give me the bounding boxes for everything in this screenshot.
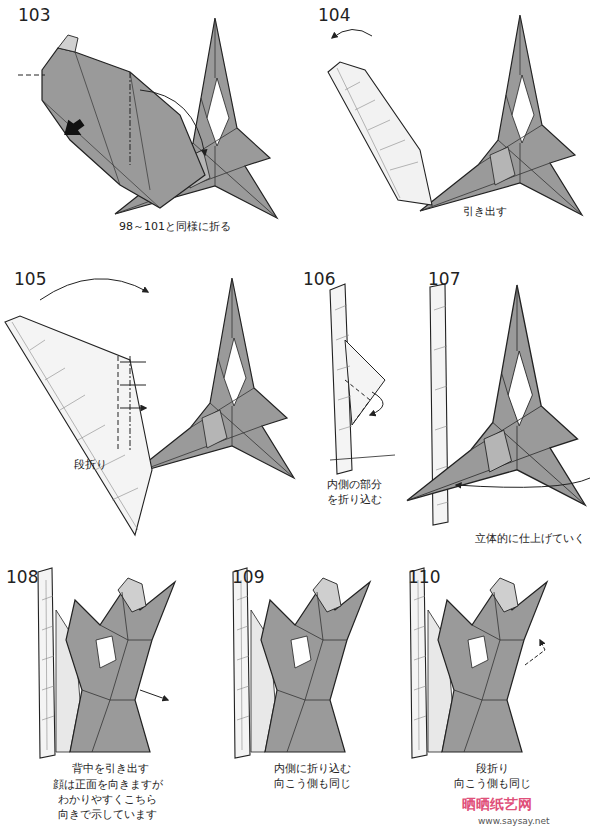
step-number: 104: [318, 4, 350, 27]
step-number: 105: [14, 268, 46, 291]
watermark: 晒晒纸艺网: [462, 795, 532, 814]
instruction-note: 内側の部分 を折り込む: [318, 478, 390, 508]
step-number: 110: [408, 566, 440, 589]
step-number: 106: [303, 268, 335, 291]
instruction-note: 引き出す: [445, 205, 525, 220]
step-number: 103: [18, 4, 50, 27]
instruction-note: 段折り: [60, 458, 120, 473]
instruction-note: 顔は正面を向きますが わかりやすくこちら 向きで示しています: [40, 778, 175, 823]
step-number: 108: [6, 566, 38, 589]
step-number: 109: [232, 566, 264, 589]
instruction-note: 立体的に仕上げていく: [455, 532, 605, 547]
step-number: 107: [428, 268, 460, 291]
instruction-note: 背中を引き出す: [45, 762, 175, 777]
instruction-note: 段折り 向こう側も同じ: [445, 762, 540, 792]
instruction-note: 98～101と同様に折る: [95, 220, 255, 235]
watermark-url: www.saysay.net: [478, 815, 550, 827]
instruction-note: 内側に折り込む 向こう側も同じ: [265, 762, 360, 792]
